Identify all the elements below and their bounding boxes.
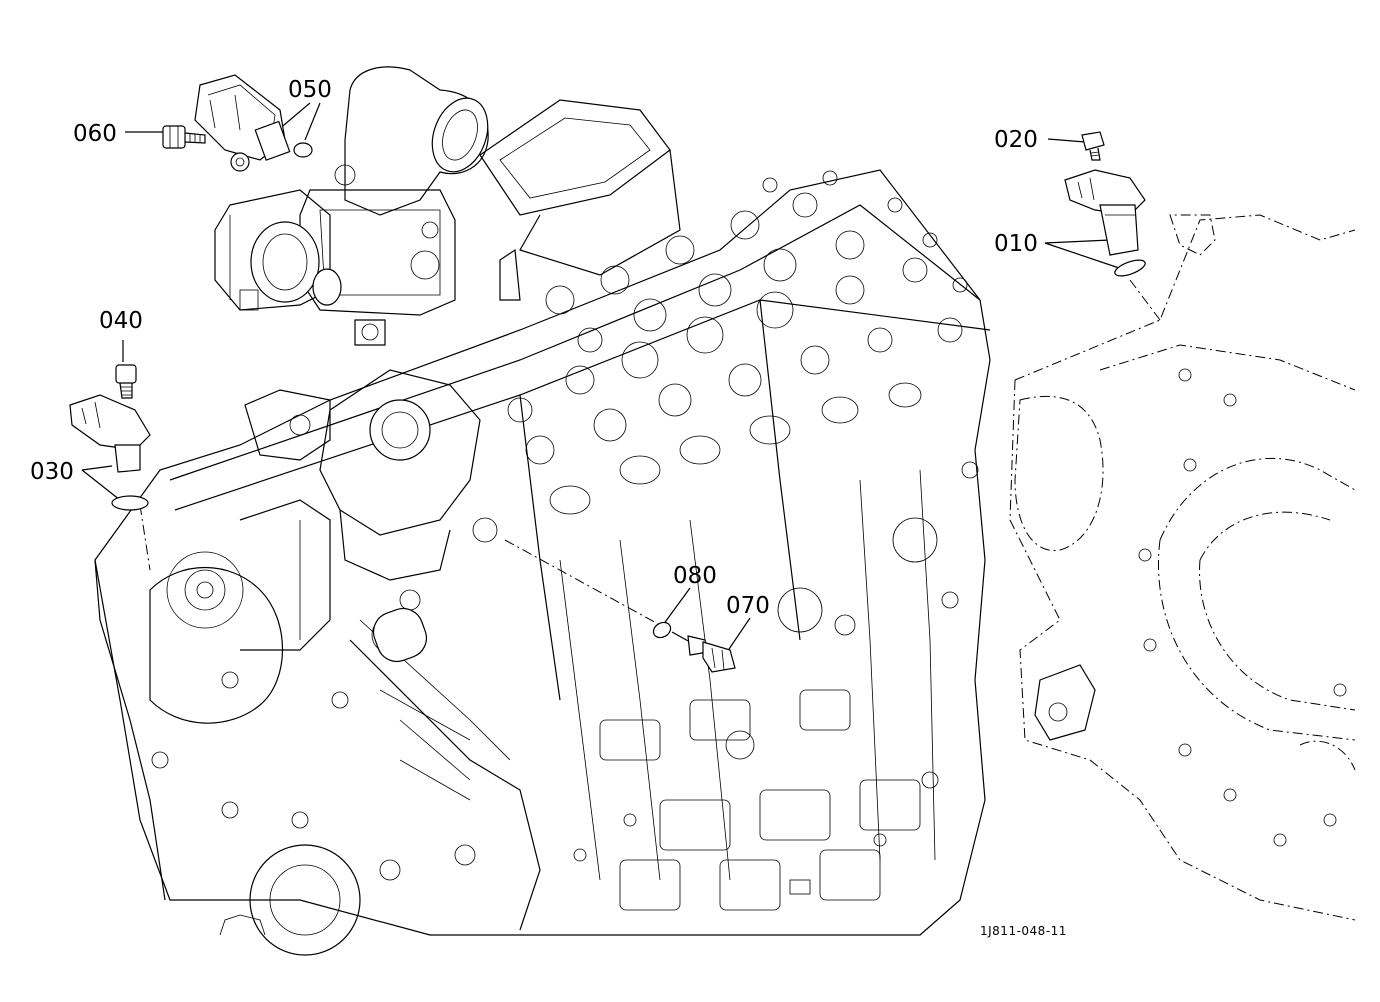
part-070-temperature-sensor xyxy=(671,631,736,673)
callout-060: 060 xyxy=(73,121,117,147)
engine-block xyxy=(94,99,991,956)
callout-040: 040 xyxy=(99,308,143,334)
part-040-bolt xyxy=(115,364,137,399)
callout-070: 070 xyxy=(726,593,770,619)
part-020-bolt xyxy=(1081,131,1105,161)
part-030-position-sensor xyxy=(69,394,151,511)
callout-020: 020 xyxy=(994,127,1038,153)
egr-assembly xyxy=(214,66,521,346)
leader-lines xyxy=(81,102,1161,656)
part-050-pressure-sensor xyxy=(194,74,313,172)
flywheel-housing xyxy=(1009,214,1356,921)
callout-labels: 010 020 030 040 050 060 070 080 xyxy=(30,77,1038,619)
drawing-id: 1J811-048-11 xyxy=(980,924,1067,938)
part-060-bolt xyxy=(162,125,206,149)
callout-030: 030 xyxy=(30,459,74,485)
callout-010: 010 xyxy=(994,231,1038,257)
callout-050: 050 xyxy=(288,77,332,103)
part-080-o-ring xyxy=(652,621,672,639)
part-010-speed-sensor xyxy=(1064,169,1146,277)
callout-080: 080 xyxy=(673,563,717,589)
